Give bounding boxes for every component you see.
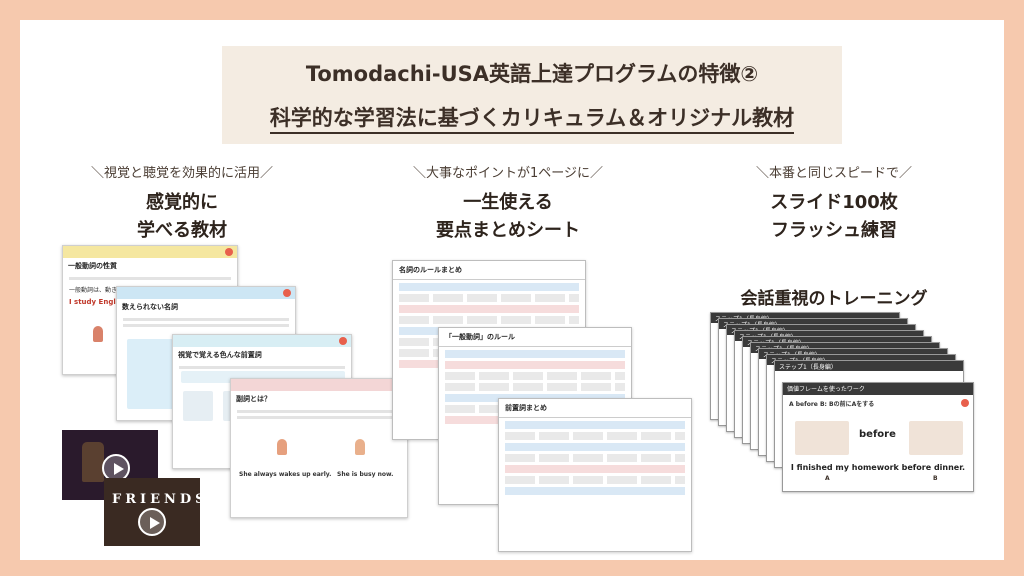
page-title: Tomodachi-USA英語上達プログラムの特徴② (305, 62, 759, 86)
title-box: Tomodachi-USA英語上達プログラムの特徴② 科学的な学習法に基づくカリ… (222, 46, 842, 144)
conversation-training-label: 会話重視のトレーニング (740, 289, 928, 309)
play-icon[interactable] (138, 508, 166, 536)
material-card-adverbs: 副詞とは？ She always wakes up early. She is … (230, 378, 408, 518)
logo-icon (283, 289, 291, 297)
feature-visual-materials: ＼視覚と聴覚を効果的に活用／ 感覚的に 学べる教材 (32, 162, 332, 245)
play-icon[interactable] (102, 454, 130, 482)
flash-slide-front: 価値フレームを使ったワーク A before B: Bの前にAをする befor… (782, 382, 974, 492)
feature-heading: スライド100枚 フラッシュ練習 (770, 192, 898, 241)
logo-icon (225, 248, 233, 256)
video-thumbnail-1[interactable] (62, 430, 158, 500)
video-title: FRIENDS (112, 492, 200, 507)
feature-subtitle: ＼本番と同じスピードで／ (755, 166, 912, 181)
content-panel: Tomodachi-USA英語上達プログラムの特徴② 科学的な学習法に基づくカリ… (20, 20, 1004, 560)
logo-icon (961, 399, 969, 407)
feature-subtitle: ＼大事なポイントが1ページに／ (412, 166, 603, 181)
logo-icon (339, 337, 347, 345)
illustration-person (93, 326, 103, 342)
page-subtitle: 科学的な学習法に基づくカリキュラム＆オリジナル教材 (222, 102, 842, 134)
feature-subtitle: ＼視覚と聴覚を効果的に活用／ (90, 166, 273, 181)
illustration-homework (909, 421, 963, 455)
feature-heading: 感覚的に 学べる教材 (137, 192, 227, 241)
summary-sheet-prepositions: 前置詞まとめ (498, 398, 692, 552)
feature-summary-sheets: ＼大事なポイントが1ページに／ 一生使える 要点まとめシート (358, 162, 658, 245)
feature-heading: 一生使える 要点まとめシート (436, 192, 580, 241)
illustration-dinner (795, 421, 849, 455)
video-thumbnail-friends[interactable]: FRIENDS (104, 478, 200, 546)
feature-flash-slides: ＼本番と同じスピードで／ スライド100枚 フラッシュ練習 (684, 162, 984, 245)
